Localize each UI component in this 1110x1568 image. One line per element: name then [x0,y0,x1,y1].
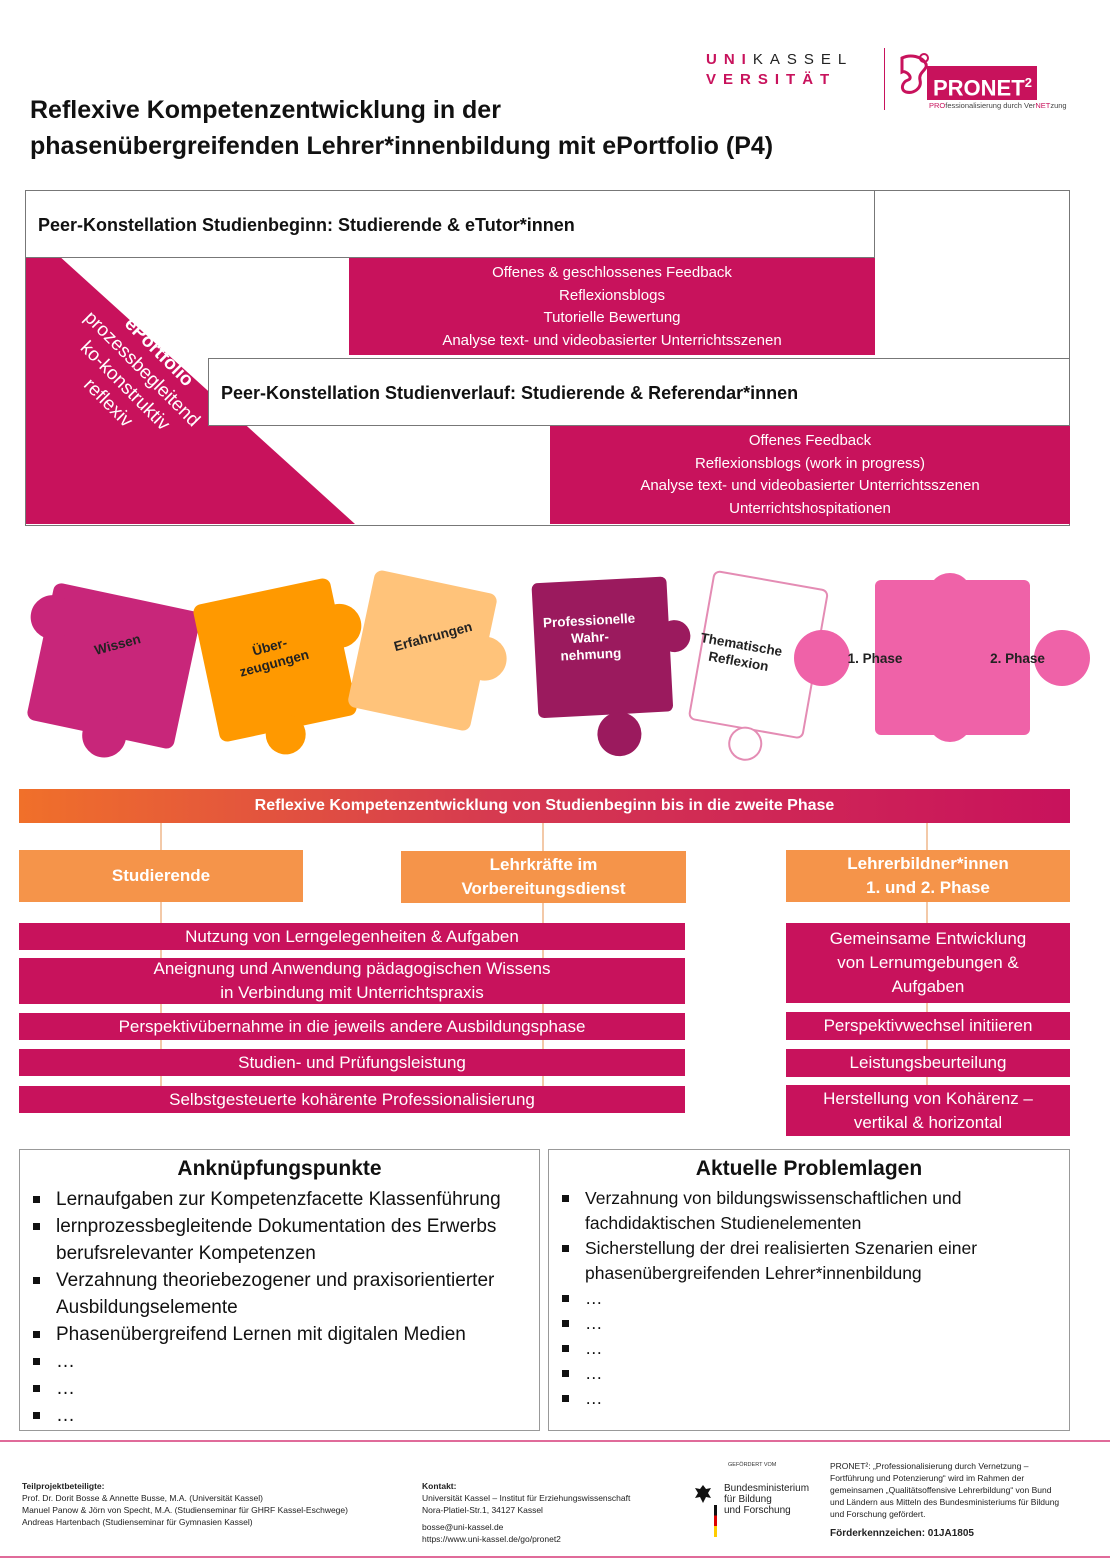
pronet-symbol-icon [900,53,929,94]
eportfolio-triangle [26,226,355,524]
footer-pronet-note: PRONET²: „Professionalisierung durch Ver… [830,1461,1060,1539]
puzzle-label-phase1: 1. Phase [847,651,903,666]
competence-puzzle [27,570,1090,761]
list-item: Phasenübergreifend Lernen mit digitalen … [20,1321,539,1348]
footer-divider [0,1556,1110,1558]
puzzle-piece-wissen [27,583,201,758]
problemlagen-title: Aktuelle Problemlagen [695,1157,923,1180]
puzzle-piece-erfahrungen [348,570,507,731]
left-row: Studien- und Prüfungsleistung [19,1049,685,1076]
right-row: Herstellung von Kohärenz –vertikal & hor… [786,1085,1070,1136]
problemlagen-box: Aktuelle Problemlagen Verzahnung von bil… [548,1149,1070,1431]
list-item: … [549,1336,1069,1361]
pronet-logo: PRONET2 [927,66,1037,100]
anknuepfungspunkte-title: Anknüpfungspunkte [177,1157,382,1180]
puzzle-label-phase2: 2. Phase [990,651,1045,666]
contact-url[interactable]: https://www.uni-kassel.de/go/pronet2 [422,1534,561,1544]
footer-contact: Kontakt: Universität Kassel – Institut f… [422,1480,682,1545]
list-item: lernprozessbegleitende Dokumentation des… [20,1213,539,1267]
puzzle-piece-thematische-reflexion [688,570,829,761]
list-item: Lernaufgaben zur Kompetenzfacette Klasse… [20,1186,539,1213]
right-row: Perspektivwechsel initiieren [786,1012,1070,1040]
right-row: Leistungsbeurteilung [786,1049,1070,1077]
peer-header-studienverlauf: Peer-Konstellation Studienverlauf: Studi… [208,358,1070,426]
flag-bar [714,1505,717,1537]
pronet-subtitle: PROfessionalisierung durch VerNETzung [929,101,1067,110]
puzzle-piece-ueberzeugungen [193,578,362,755]
list-item: … [20,1348,539,1375]
left-row: Perspektivübernahme in die jeweils ander… [19,1013,685,1040]
logo-divider [884,48,885,110]
column-header-studierende: Studierende [19,850,303,902]
footer-team: Teilprojektbeteiligte: Prof. Dr. Dorit B… [22,1481,348,1527]
list-item: … [549,1361,1069,1386]
gefoerdert-label: GEFÖRDERT VOM [728,1462,777,1468]
peer-items-studienbeginn: Offenes & geschlossenes Feedback Reflexi… [349,258,875,355]
list-item: … [549,1311,1069,1336]
uni-kassel-logo: UNIKASSEL VERSITÄT [706,51,854,88]
left-row: Aneignung und Anwendung pädagogischen Wi… [19,958,685,1004]
list-item: Verzahnung theoriebezogener und praxisor… [20,1267,539,1321]
list-item: Verzahnung von bildungswissenschaftliche… [549,1186,1069,1236]
peer-header-studienbeginn: Peer-Konstellation Studienbeginn: Studie… [25,190,875,258]
bundesadler-icon [695,1485,711,1503]
list-item: … [549,1286,1069,1311]
puzzle-piece-phases [794,573,1090,742]
left-row: Nutzung von Lerngelegenheiten & Aufgaben [19,923,685,950]
footer-divider [0,1440,1110,1442]
list-item: … [549,1386,1069,1411]
anknuepfungspunkte-box: Anknüpfungspunkte Lernaufgaben zur Kompe… [19,1149,540,1431]
left-row: Selbstgesteuerte kohärente Professionali… [19,1086,685,1113]
peer-items-studienverlauf: Offenes Feedback Reflexionsblogs (work i… [550,426,1070,524]
development-bar: Reflexive Kompetenzentwicklung von Studi… [19,789,1070,823]
list-item: … [20,1402,539,1429]
page-title: Reflexive Kompetenzentwicklung in der ph… [30,96,774,160]
list-item: … [20,1375,539,1402]
list-item: Sicherstellung der drei realisierten Sze… [549,1236,1069,1286]
contact-email[interactable]: bosse@uni-kassel.de [422,1522,504,1532]
puzzle-piece-professionelle-wahrnehmung [531,576,691,757]
